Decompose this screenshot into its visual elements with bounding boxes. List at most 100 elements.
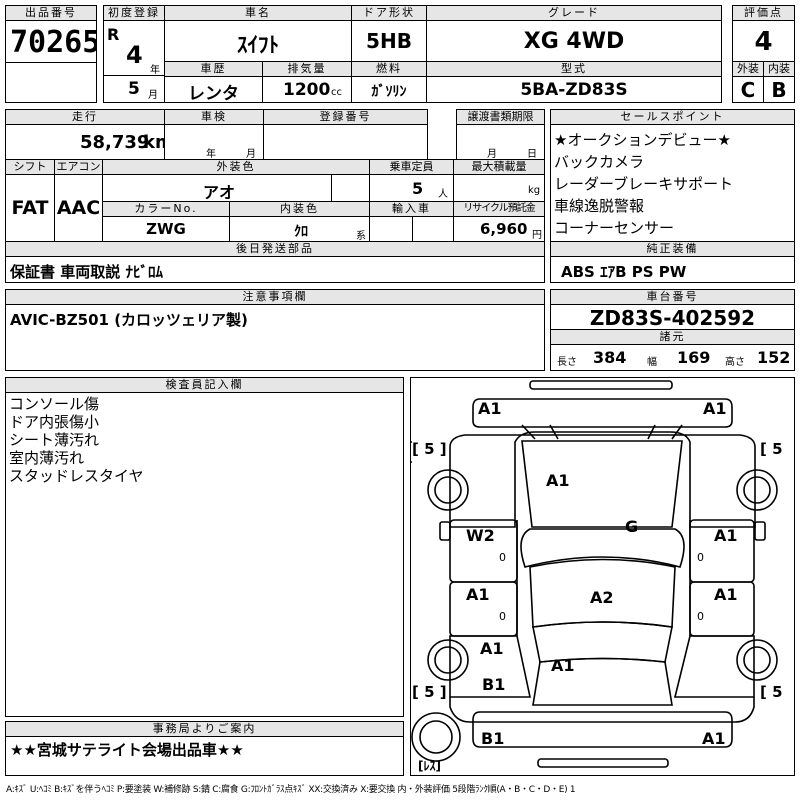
sales-points-label: セールスポイント (550, 109, 795, 125)
score-label: 評価点 (732, 5, 795, 21)
first-reg-label: 初度登録 (103, 5, 165, 21)
displacement-cell: 1200 cc (262, 76, 352, 103)
color-label: 外装色 (102, 159, 370, 175)
dims-label: 諸元 (550, 329, 795, 345)
chassis-cell: ZD83S-402592 (550, 304, 795, 330)
notes-cell: AVIC-BZ501 (カロッツェリア製) (5, 304, 545, 371)
color-divider (331, 175, 332, 201)
grade-cell: XG 4WD (426, 20, 722, 62)
mark-roof: G (625, 517, 639, 536)
displacement: 1200 (283, 80, 331, 100)
score-cell: 4 (732, 20, 795, 62)
mileage-label: 走行 (5, 109, 165, 125)
car-name: ｽｲﾌﾄ (237, 33, 279, 57)
import-divider (412, 217, 413, 241)
spare-tire-value: ﾚｽ (423, 759, 436, 773)
grade: XG 4WD (523, 29, 625, 54)
tire-tread-fr-value: 5 (772, 440, 783, 458)
tire-tread-rl-value: 5 (424, 683, 435, 701)
load-unit: kg (528, 185, 541, 196)
ac: AAC (56, 197, 101, 219)
tire-tread-fr: [ 5 (760, 440, 783, 458)
load-cell: kg (453, 174, 545, 202)
transfer-cell: 月 日 (456, 124, 545, 160)
zero-door-rr: 0 (697, 610, 704, 623)
inspection-month-unit: 月 (246, 149, 256, 160)
tire-tread-fl: [ 5 ] (412, 440, 447, 458)
inspector-item: コンソール傷 (9, 395, 100, 413)
zero-door-rl: 0 (499, 610, 506, 623)
ac-cell: AAC (54, 174, 103, 242)
fuel-label: 燃料 (351, 61, 427, 77)
model-code-label: 型式 (426, 61, 722, 77)
plate-label: 登録番号 (263, 109, 428, 125)
interior-color-unit: 系 (356, 231, 366, 242)
recycle-unit: 円 (532, 230, 542, 241)
car-name-label: 車名 (164, 5, 352, 21)
color-no: ZWG (146, 220, 186, 238)
inspector-label: 検査員記入欄 (5, 377, 404, 393)
exterior-score-cell: C (732, 76, 764, 103)
interior-color: ｸﾛ (294, 224, 308, 240)
shift: FAT (11, 197, 49, 219)
mileage-unit: km (143, 132, 164, 153)
capacity-label: 乗車定員 (369, 159, 454, 175)
interior-score: B (771, 78, 787, 102)
fuel: ｶﾞｿﾘﾝ (371, 84, 407, 100)
plate-cell (263, 124, 428, 160)
load-label: 最大積載量 (453, 159, 545, 175)
inspector-item: スタッドレスタイヤ (9, 467, 144, 485)
interior-color-cell: ｸﾛ 系 (229, 216, 370, 242)
condition-diagram-frame (410, 377, 795, 776)
mark-front-left: A1 (478, 399, 502, 418)
first-reg-year-cell: R 4 年 (103, 20, 165, 76)
mileage-cell: 58,739 km (5, 124, 165, 160)
inspection-label: 車検 (164, 109, 264, 125)
tire-tread-fl-value: 5 (424, 440, 435, 458)
era: R (107, 25, 120, 44)
chassis-label: 車台番号 (550, 289, 795, 305)
genuine-cell: ABS ｴｱB PS PW (550, 256, 795, 283)
tire-tread-rl: [ 5 ] (412, 683, 447, 701)
history: レンタ (188, 84, 239, 103)
mark-sill-left: B1 (482, 675, 506, 694)
lot-number: 70265 (10, 25, 97, 60)
inspection-year-unit: 年 (206, 149, 216, 160)
post-parts: 保証書 車両取説 ﾅﾋﾞﾛﾑ (10, 263, 163, 281)
exterior-score: C (740, 78, 756, 102)
sales-point-item: バックカメラ (554, 153, 645, 171)
capacity-cell: 5 人 (369, 174, 454, 202)
tire-tread-rr-value: 5 (772, 683, 783, 701)
shift-label: シフト (5, 159, 55, 175)
width: 169 (677, 348, 711, 367)
zero-door-fl: 0 (499, 551, 506, 564)
exterior-score-label: 外装 (732, 61, 764, 77)
door-cell: 5HB (351, 20, 427, 62)
height: 152 (757, 348, 791, 367)
door-label: ドア形状 (351, 5, 427, 21)
grade-label: グレード (426, 5, 722, 21)
capacity: 5 (412, 179, 424, 198)
zero-door-fr: 0 (697, 551, 704, 564)
mark-door-rr: A1 (714, 585, 738, 604)
reg-year: 4 (126, 41, 143, 69)
sales-point-item: ★オークションデビュー★ (554, 131, 731, 149)
year-unit: 年 (150, 65, 160, 76)
mark-door-rl: A1 (466, 585, 490, 604)
door-type: 5HB (366, 29, 412, 53)
import-cell (369, 216, 454, 242)
shift-cell: FAT (5, 174, 55, 242)
mark-door-fr: A1 (714, 526, 738, 545)
genuine-equipment: ABS ｴｱB PS PW (561, 263, 687, 281)
lot-number-cell: 70265 (5, 20, 97, 63)
mark-rear-left: B1 (481, 729, 505, 748)
score: 4 (754, 27, 773, 57)
office-note: ★★宮城サテライト会場出品車★★ (10, 741, 244, 759)
color-cell: アオ (102, 174, 370, 202)
transfer-day-unit: 日 (527, 149, 537, 160)
inspector-item: 室内薄汚れ (9, 449, 85, 467)
model-code-cell: 5BA-ZD83S (426, 76, 722, 103)
inspector-notes: コンソール傷 ドア内張傷小 シート薄汚れ 室内薄汚れ スタッドレスタイヤ (5, 392, 404, 717)
office-cell: ★★宮城サテライト会場出品車★★ (5, 736, 404, 776)
mark-hood: A1 (546, 471, 570, 490)
